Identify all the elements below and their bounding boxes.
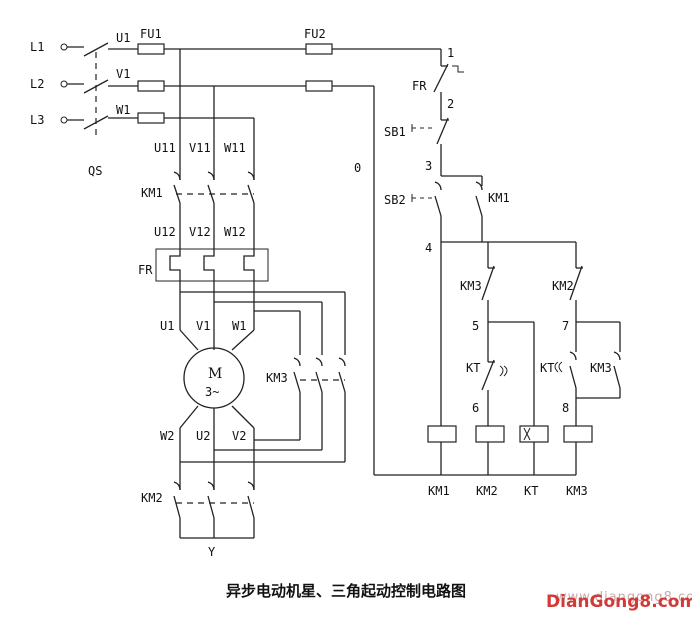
label-node-4: 4 — [425, 241, 432, 255]
label-L3: L3 — [30, 113, 44, 127]
terminal-L1 — [60, 43, 68, 51]
label-L1: L1 — [30, 40, 44, 54]
label-V1-motor: V1 — [196, 319, 210, 333]
terminal-L2 — [60, 80, 68, 88]
label-SB1: SB1 — [384, 125, 406, 139]
label-V1-top: V1 — [116, 67, 130, 81]
coil-km3 — [563, 425, 593, 443]
label-node-8: 8 — [562, 401, 569, 415]
control-circuit: 1 FR 2 SB1 3 SB2 KM1 4 KM3 — [374, 46, 621, 498]
label-U1-top: U1 — [116, 31, 130, 45]
fuse-fu2: FU2 0 — [304, 27, 441, 475]
label-V12: V12 — [189, 225, 211, 239]
label-SB2: SB2 — [384, 193, 406, 207]
label-FR-main: FR — [138, 263, 153, 277]
label-KT-contact: KT — [466, 361, 480, 375]
label-KM3-aux: KM3 — [590, 361, 612, 375]
label-FU1: FU1 — [140, 27, 162, 41]
fuse-fu1: FU1 — [137, 27, 306, 124]
label-KM1-aux: KM1 — [488, 191, 510, 205]
label-L2: L2 — [30, 77, 44, 91]
thermal-relay-fr — [155, 248, 269, 282]
label-U11: U11 — [154, 141, 176, 155]
watermark-brand: DianGong8.com — [546, 592, 692, 612]
label-node-3: 3 — [425, 159, 432, 173]
label-node-1: 1 — [447, 46, 454, 60]
label-U1-motor: U1 — [160, 319, 174, 333]
label-U12: U12 — [154, 225, 176, 239]
supply-lines: L1 L2 L3 QS U1 V1 W1 — [30, 31, 138, 178]
diagram-caption: 异步电动机星、三角起动控制电路图 — [225, 582, 466, 600]
label-KM3-nc: KM3 — [460, 279, 482, 293]
label-KM2-nc: KM2 — [552, 279, 574, 293]
label-W12: W12 — [224, 225, 246, 239]
label-FU2: FU2 — [304, 27, 326, 41]
label-coil-km2: KM2 — [476, 484, 498, 498]
label-coil-km1: KM1 — [428, 484, 450, 498]
motor-symbol-3phase: 3~ — [205, 385, 219, 399]
label-W2: W2 — [160, 429, 174, 443]
coil-km2 — [475, 425, 505, 443]
label-FR-ctrl: FR — [412, 79, 427, 93]
label-node-5: 5 — [472, 319, 479, 333]
label-node-6: 6 — [472, 401, 479, 415]
label-KM2-main: KM2 — [141, 491, 163, 505]
label-QS: QS — [88, 164, 102, 178]
watermark-url: www.diangong8.com — [556, 590, 692, 605]
label-KM3-main: KM3 — [266, 371, 288, 385]
label-coil-kt: KT — [524, 484, 538, 498]
label-V2: V2 — [232, 429, 246, 443]
label-W11: W11 — [224, 141, 246, 155]
label-KT-inst: KT — [540, 361, 554, 375]
label-node-2: 2 — [447, 97, 454, 111]
label-node-0: 0 — [354, 161, 361, 175]
label-U2: U2 — [196, 429, 210, 443]
label-node-7: 7 — [562, 319, 569, 333]
label-V11: V11 — [189, 141, 211, 155]
label-W1-motor: W1 — [232, 319, 246, 333]
label-W1-top: W1 — [116, 103, 130, 117]
motor-symbol-M: M — [208, 366, 222, 382]
coil-km1 — [427, 425, 457, 443]
label-KM1-main: KM1 — [141, 186, 163, 200]
label-coil-km3: KM3 — [566, 484, 588, 498]
terminal-L3 — [60, 116, 68, 124]
label-Y: Y — [208, 545, 216, 559]
main-circuit: U11 V11 W11 KM1 U12 V12 W12 FR U1 V1 W1 — [138, 49, 346, 559]
